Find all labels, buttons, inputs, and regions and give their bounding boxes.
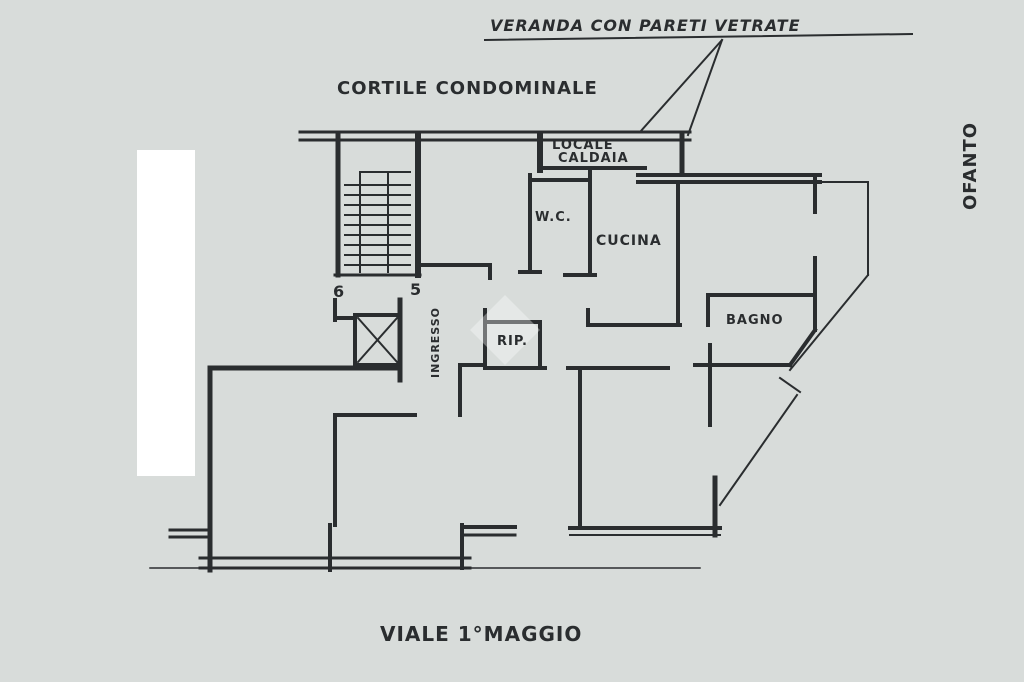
cucina-walls	[586, 173, 822, 327]
bedroom-walls	[566, 366, 722, 538]
locale-label: LOCALE	[552, 138, 614, 153]
right-wall	[718, 181, 870, 507]
watermark-logo	[470, 295, 540, 365]
veranda-leader-1	[638, 38, 724, 134]
top-wall	[298, 130, 692, 142]
veranda-label: VERANDA CON PARETI VETRATE	[490, 16, 801, 35]
wc-walls	[518, 170, 597, 277]
cucina-label: CUCINA	[596, 233, 662, 249]
wc-label: W.C.	[535, 210, 572, 225]
stair-number-6: 6	[333, 282, 346, 301]
corridor-walls	[418, 263, 547, 417]
veranda-underline	[483, 32, 914, 42]
viale-label: VIALE 1°MAGGIO	[380, 622, 583, 646]
cortile-label: CORTILE CONDOMINALE	[337, 78, 598, 99]
veranda-leader-2	[686, 38, 724, 137]
rip-label: RIP.	[497, 334, 528, 349]
bottom-wall	[149, 523, 701, 570]
staircase	[333, 133, 422, 278]
ofanto-label: OFANTO	[960, 121, 981, 210]
stair-number-5: 5	[410, 280, 423, 299]
living-room-walls	[168, 365, 417, 573]
bagno-walls	[693, 256, 818, 427]
ingresso-label: INGRESSO	[429, 306, 443, 379]
caldaia-label: CALDAIA	[558, 151, 629, 166]
redaction-block	[137, 150, 195, 476]
bagno-label: BAGNO	[726, 313, 784, 328]
